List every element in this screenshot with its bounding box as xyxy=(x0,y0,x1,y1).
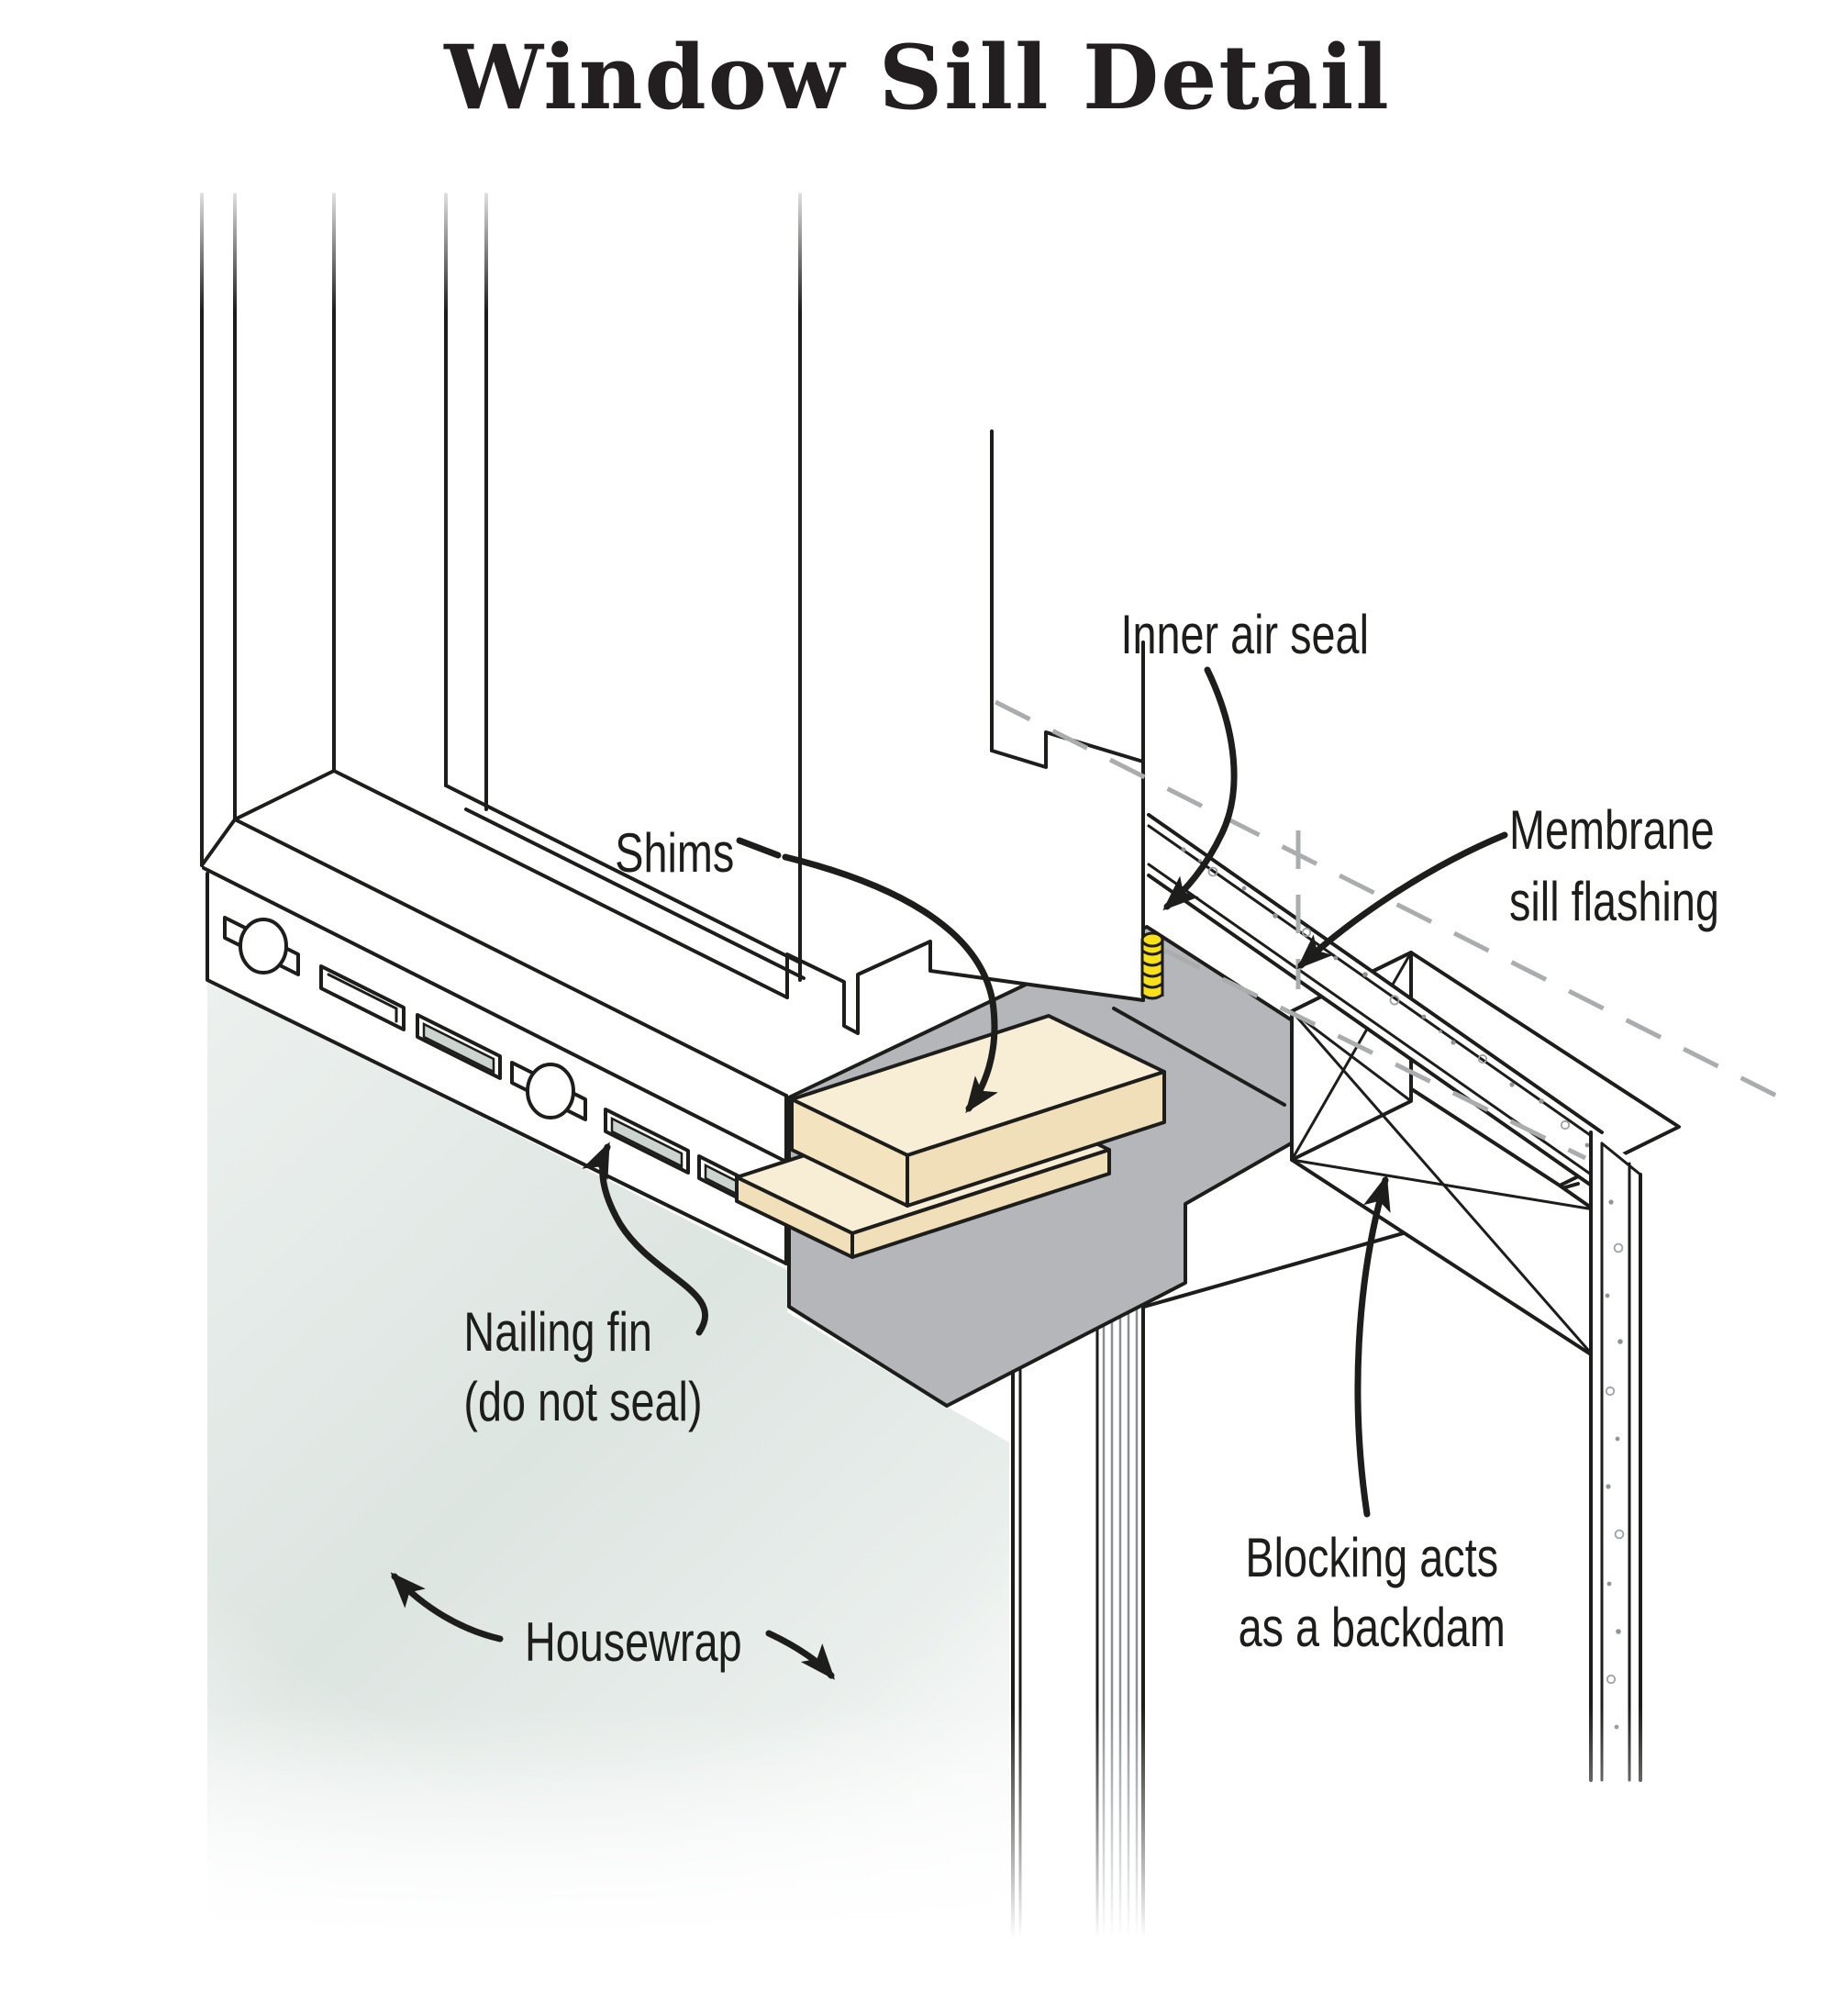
blocking-label-line2: as a backdam xyxy=(1239,1597,1506,1658)
nailing-fin-label-line1: Nailing fin xyxy=(463,1301,651,1363)
inner-air-seal-label: Inner air seal xyxy=(1120,604,1369,665)
window-frame xyxy=(188,188,1145,1270)
shims-label: Shims xyxy=(615,822,734,884)
membrane-arrow xyxy=(1296,831,1508,970)
top-fade xyxy=(128,128,1202,312)
annotations: Inner air seal Shims Membrane sill flash… xyxy=(390,604,1719,1680)
inner-air-seal-arrow xyxy=(1162,666,1238,911)
housewrap-arrow-left xyxy=(390,1572,504,1643)
housewrap-arrow-right xyxy=(765,1630,836,1680)
membrane-label-line2: sill flashing xyxy=(1509,871,1719,932)
membrane-fold-line xyxy=(1112,1007,1286,1107)
page-title: Window Sill Detail xyxy=(443,26,1391,129)
housewrap-label: Housewrap xyxy=(525,1611,742,1673)
inner-air-seal-bead xyxy=(1140,931,1164,1000)
blocking-label-line1: Blocking acts xyxy=(1245,1527,1498,1588)
wall-sheathing-band xyxy=(1147,813,1642,1799)
nailing-fin-label-line2: (do not seal) xyxy=(463,1371,702,1432)
shims-arrow xyxy=(782,853,998,1114)
bottom-fade xyxy=(0,1707,1834,2016)
membrane-label-line1: Membrane xyxy=(1509,799,1715,861)
blocking-arrow xyxy=(1354,1174,1391,1518)
nailing-fin-arrow xyxy=(582,1142,708,1336)
